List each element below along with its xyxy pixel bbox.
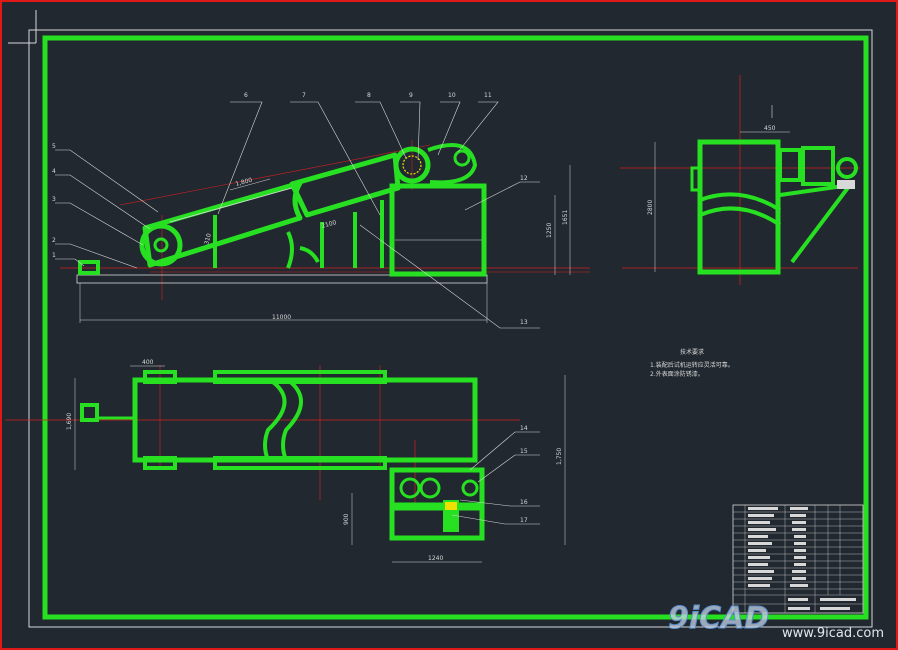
front-view: 11000 1651 1250 1,800 2100 310 1 2 3 4 — [52, 92, 590, 329]
drive-sprocket — [453, 149, 471, 167]
tail-pulley-hub — [153, 237, 169, 253]
top-pulley — [399, 477, 421, 499]
conveyor-frame-lower — [142, 180, 303, 268]
dim-top-offset: 400 — [142, 359, 154, 366]
discharge-hopper — [389, 183, 487, 277]
dim-drive-depth: 900 — [343, 513, 350, 525]
dim-section: 1,800 — [235, 177, 254, 188]
notes-title: 技术要求 — [680, 348, 704, 356]
dim-angle: 310 — [203, 232, 213, 245]
belt-line — [169, 187, 293, 223]
leader-lines-top — [451, 431, 540, 525]
motor-terminal — [445, 502, 457, 510]
balloon-9: 9 — [409, 92, 413, 99]
balloon-10: 10 — [448, 92, 456, 99]
top-hopper — [389, 505, 485, 541]
top-drive-box — [389, 467, 485, 508]
balloon-5: 5 — [52, 143, 56, 150]
head-pulley-hub — [402, 155, 422, 175]
top-bearing — [143, 370, 177, 384]
base-plate — [76, 274, 488, 284]
watermark-logo: 9iCAD — [668, 601, 769, 636]
balloon-1: 1 — [52, 252, 56, 259]
side-break — [699, 192, 782, 227]
watermark: 9iCAD www.9icad.com — [668, 601, 884, 642]
motor-nameplate — [837, 180, 855, 189]
top-view: 1,690 400 1,750 900 1240 14 15 16 17 — [5, 359, 566, 563]
conveyor-frame-upper — [289, 152, 401, 218]
support-leg — [320, 200, 384, 268]
balloon-4: 4 — [52, 168, 56, 175]
dim-drive-width: 1240 — [428, 555, 443, 562]
balloon-15: 15 — [520, 448, 528, 455]
notes-line-2: 2.外表面涂防锈漆。 — [650, 370, 704, 378]
top-break — [263, 378, 303, 461]
dim-height-2: 1250 — [546, 223, 553, 238]
dim-top-depth: 1,750 — [556, 448, 563, 465]
balloon-14: 14 — [520, 425, 528, 432]
watermark-url: www.9icad.com — [782, 626, 884, 641]
side-bracket — [690, 166, 702, 192]
top-rail — [213, 370, 387, 384]
brace — [299, 246, 320, 263]
balloon-8: 8 — [367, 92, 371, 99]
balloon-12: 12 — [520, 175, 528, 182]
foot-pad — [78, 260, 100, 275]
top-rail — [213, 456, 387, 470]
balloon-6: 6 — [244, 92, 248, 99]
leader-lines — [55, 101, 540, 329]
top-bearing — [143, 456, 177, 470]
side-view: 450 2800 — [620, 75, 860, 285]
balloon-3: 3 — [52, 196, 56, 203]
balloon-11: 11 — [484, 92, 492, 99]
reducer — [801, 146, 835, 186]
technical-notes: 技术要求 1.装配后试机运转应灵活可靠。 2.外表面涂防锈漆。 — [650, 348, 734, 378]
top-sprocket — [461, 479, 479, 497]
drawing-frame — [42, 35, 869, 620]
balloon-17: 17 — [520, 517, 528, 524]
balloon-7: 7 — [302, 92, 306, 99]
dim-incline: 2100 — [321, 219, 338, 230]
balloon-13: 13 — [520, 319, 528, 326]
drive-guard — [427, 143, 478, 185]
bom-grid — [733, 505, 863, 613]
top-pulley — [419, 477, 441, 499]
bom-entries — [748, 507, 856, 610]
dim-top-width: 1,690 — [66, 413, 73, 430]
dim-line — [229, 178, 271, 191]
dim-overall-length: 11000 — [272, 314, 291, 321]
tail-take-up — [80, 403, 99, 422]
title-block — [732, 504, 864, 614]
centerline — [119, 144, 431, 206]
dim-width: 450 — [764, 125, 776, 132]
balloon-2: 2 — [52, 237, 56, 244]
balloon-16: 16 — [520, 499, 528, 506]
head-pulley — [393, 146, 431, 184]
notes-line-1: 1.装配后试机运转应灵活可靠。 — [650, 361, 734, 369]
motor-mount — [778, 148, 802, 182]
bom-table — [732, 504, 864, 614]
motor — [836, 157, 858, 179]
dim-side-height: 2800 — [647, 200, 654, 215]
sheet-border — [28, 29, 873, 628]
dim-height-1: 1651 — [562, 210, 569, 225]
side-brace — [779, 182, 855, 264]
support-leg — [286, 231, 294, 269]
